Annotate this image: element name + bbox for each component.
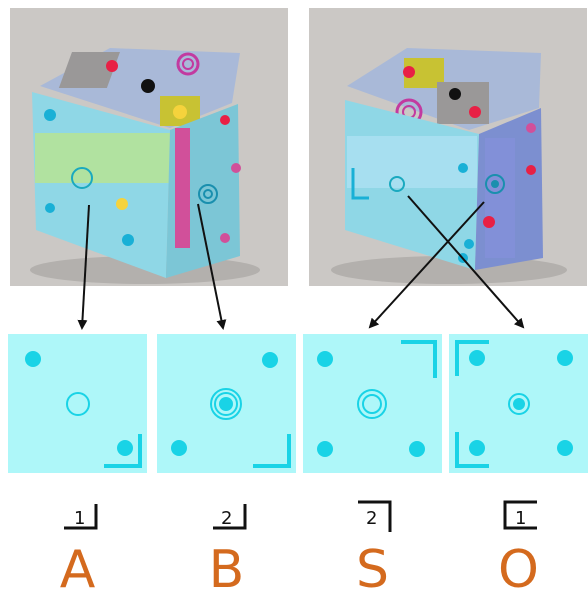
corner-dot-icon (171, 440, 187, 456)
orientation-code-a: 1 (58, 496, 118, 536)
corner-bracket-icon (455, 432, 489, 468)
corner-bracket-icon (253, 434, 291, 468)
corner-dot-icon (469, 440, 485, 456)
corner-dot-icon (317, 351, 333, 367)
corner-bracket-bottom-right-icon (213, 504, 247, 530)
corner-bracket-icon (455, 340, 489, 376)
face-tile-s (303, 334, 442, 473)
face-letter-s: S (355, 540, 389, 600)
double-ring-icon (357, 389, 387, 419)
face-tile-b (157, 334, 296, 473)
corner-bracket-left-icon (503, 500, 537, 530)
face-letter-b: B (208, 540, 245, 600)
corner-bracket-icon (104, 434, 142, 468)
corner-dot-icon (557, 440, 573, 456)
orientation-code-number: 1 (74, 508, 86, 529)
cube-photo-right (309, 8, 587, 286)
corner-dot-icon (262, 352, 278, 368)
corner-dot-icon (25, 351, 41, 367)
corner-bracket-icon (401, 340, 437, 378)
orientation-code-o: 1 (499, 496, 559, 536)
corner-dot-icon (469, 350, 485, 366)
orientation-code-s: 2 (352, 496, 412, 536)
face-tile-o (449, 334, 588, 473)
orientation-code-number: 1 (515, 508, 527, 529)
cube-photo-left (10, 8, 288, 286)
corner-dot-icon (409, 441, 425, 457)
orientation-code-number: 2 (366, 508, 378, 529)
orientation-code-number: 2 (221, 508, 233, 529)
face-tile-a (8, 334, 147, 473)
triple-ring-dot-icon (210, 388, 242, 420)
corner-bracket-top-right-icon (358, 500, 392, 532)
corner-bracket-bottom-right-icon (64, 504, 98, 530)
cube-illustration-left (10, 8, 288, 286)
face-letter-o: O (498, 540, 539, 600)
corner-dot-icon (557, 350, 573, 366)
ring-dot-icon (508, 393, 530, 415)
cube-illustration-right (309, 8, 587, 286)
corner-dot-icon (117, 440, 133, 456)
face-letter-a: A (59, 540, 96, 600)
corner-dot-icon (317, 441, 333, 457)
single-ring-icon (66, 392, 90, 416)
orientation-code-b: 2 (207, 496, 267, 536)
